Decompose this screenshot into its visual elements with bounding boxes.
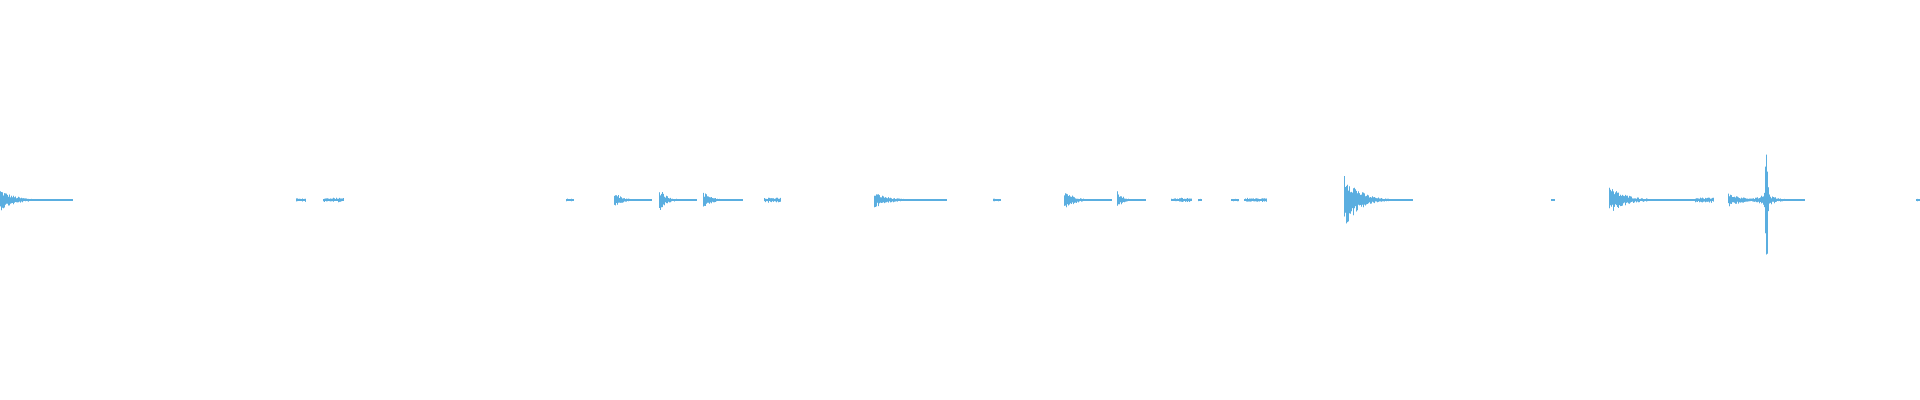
waveform-burst [1244,197,1267,202]
waveform-burst [0,191,73,211]
waveform-burst [1551,199,1555,201]
waveform-burst [296,198,306,202]
waveform-burst [1171,197,1192,202]
waveform-bursts [0,154,1920,255]
waveform-burst [874,194,947,208]
waveform-burst [1916,198,1920,202]
waveform-burst [614,195,652,206]
waveform-burst [1231,198,1239,202]
waveform-burst [1747,154,1805,255]
waveform-burst [764,197,781,203]
waveform-burst [993,198,1001,202]
waveform-burst [1117,191,1146,206]
waveform-burst [323,197,344,203]
waveform-burst [703,192,743,207]
waveform-burst [659,192,697,210]
waveform-burst [1064,193,1112,208]
waveform-burst [1695,197,1714,203]
waveform-burst [1609,187,1695,211]
waveform-burst [1198,198,1202,202]
waveform-burst [566,198,574,202]
waveform-burst [1344,176,1413,224]
